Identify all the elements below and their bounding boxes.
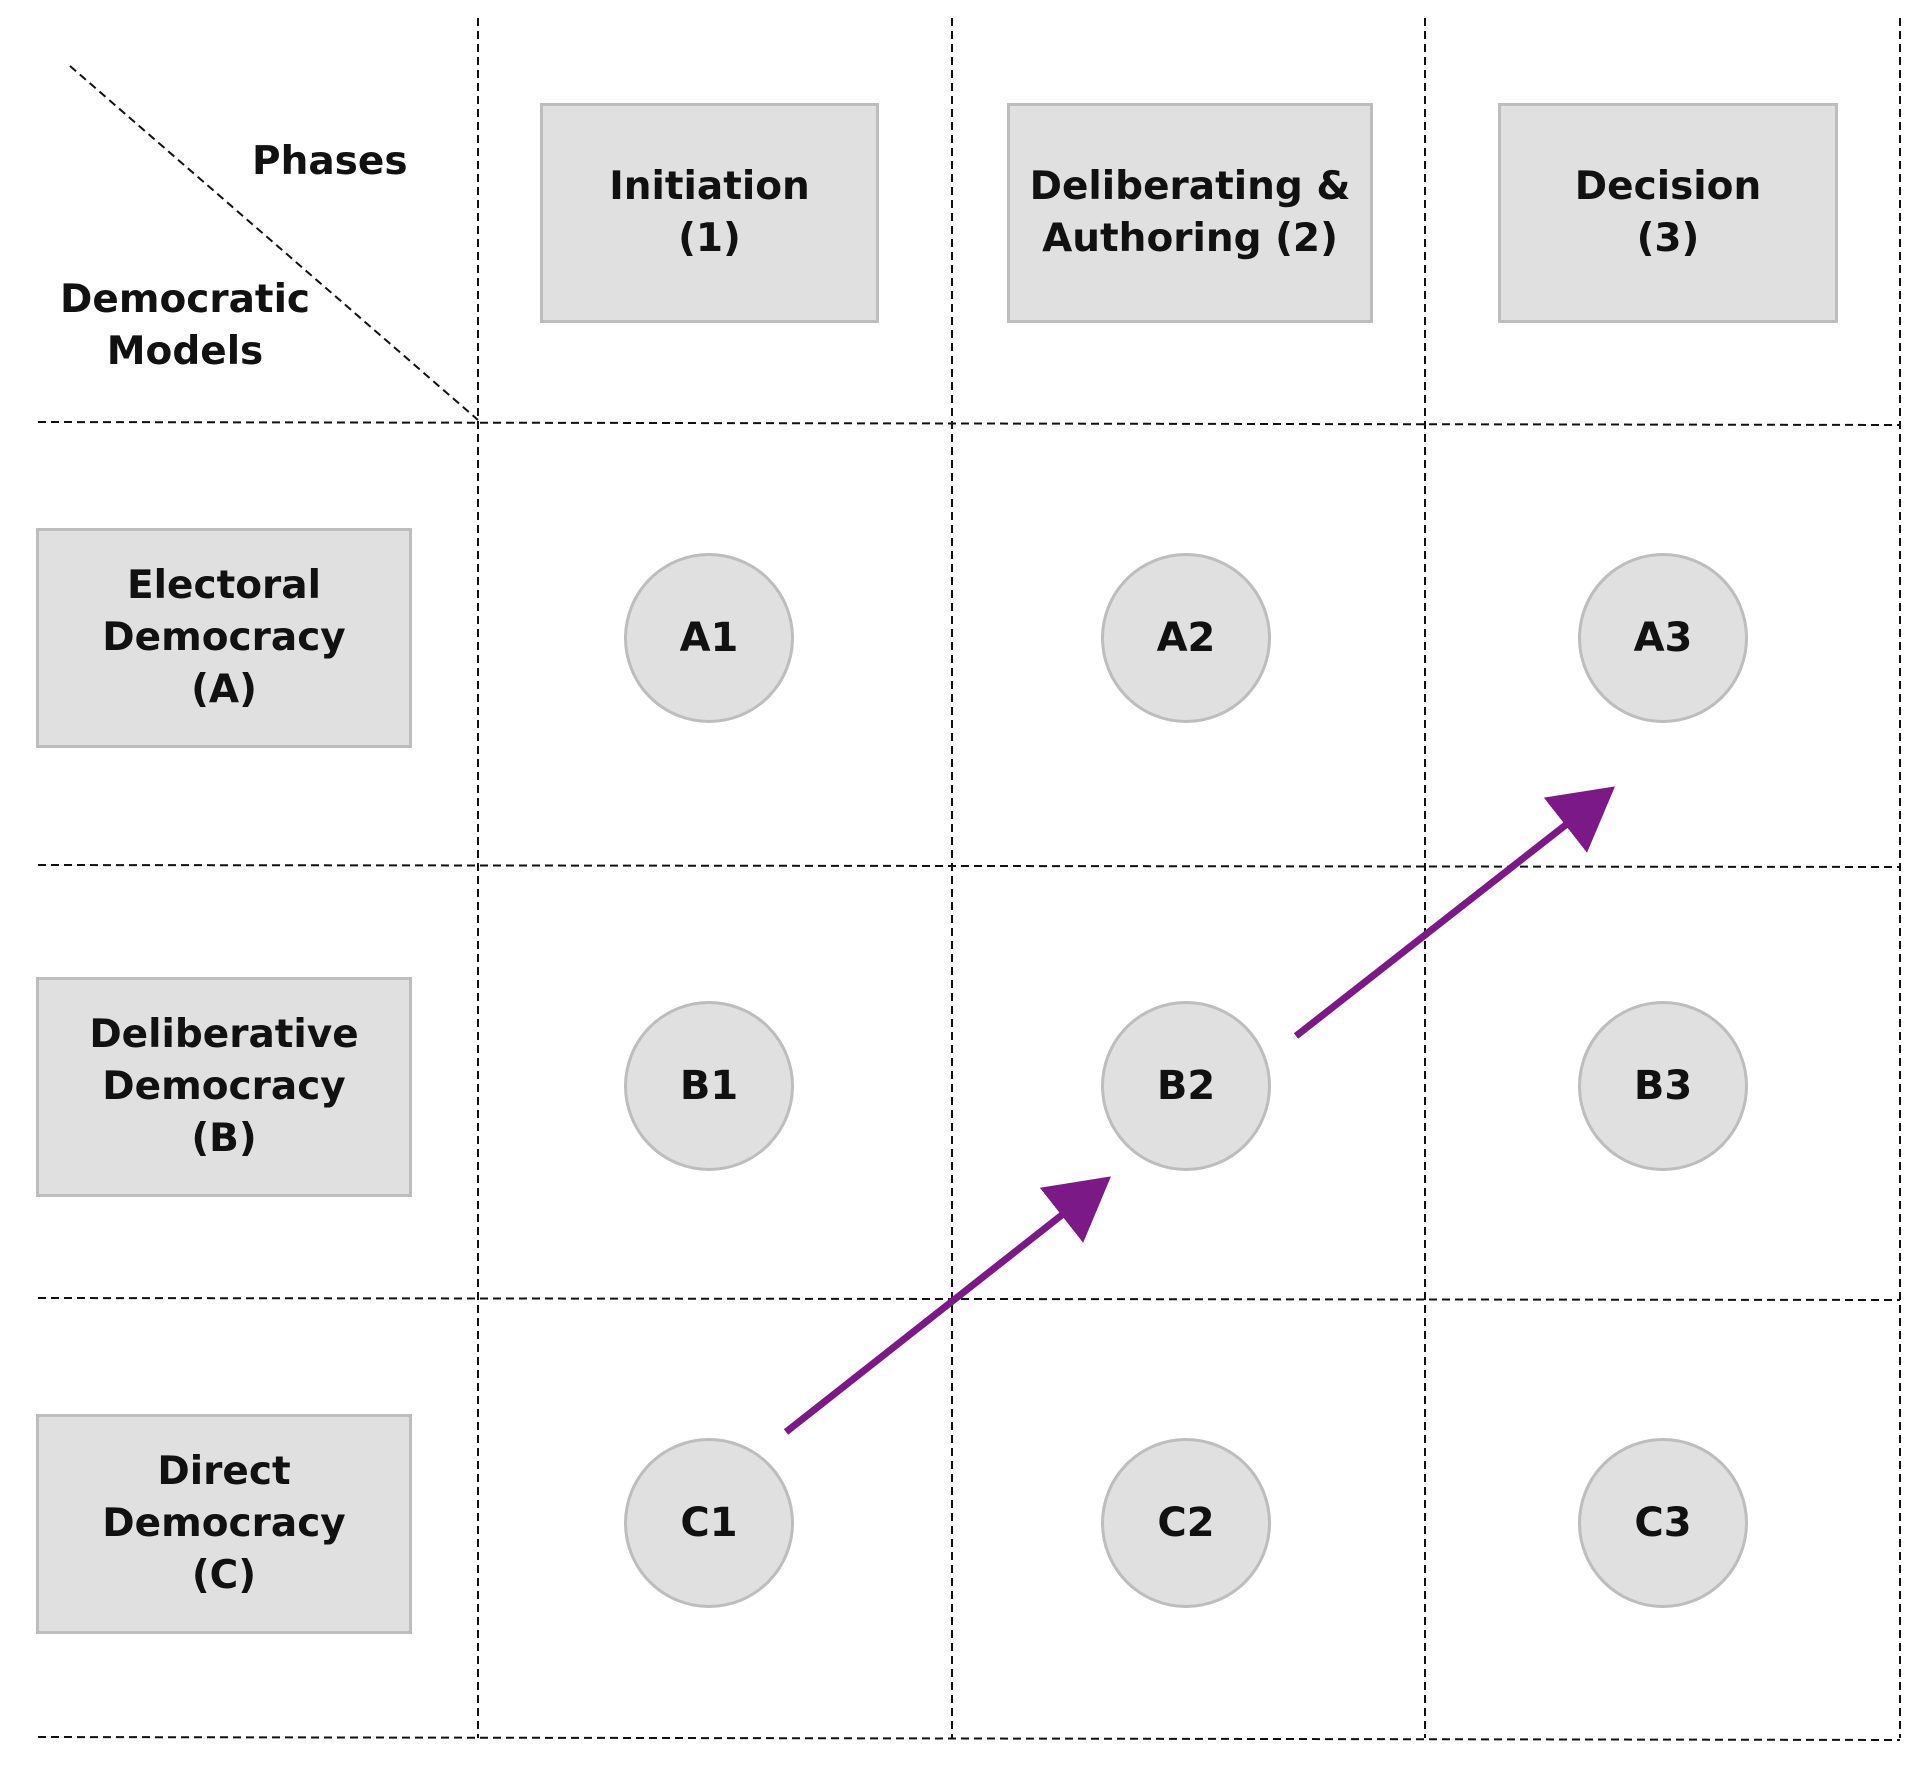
row-divider-4	[37, 1736, 1901, 1741]
phases-axis-label: Phases	[252, 136, 408, 188]
models-axis-label-line-1: Democratic	[60, 277, 311, 322]
model-header-direct: Direct Democracy (C)	[36, 1414, 412, 1634]
cell-node-b2: B2	[1101, 1001, 1271, 1171]
row-divider-2	[37, 864, 1901, 868]
model-header-direct-line-2: Democracy	[102, 1500, 346, 1546]
phase-header-deliberating-authoring: Deliberating & Authoring (2)	[1007, 103, 1373, 323]
path-arrow-c1-to-b2	[783, 1176, 1112, 1435]
model-header-deliberative-line-2: Democracy	[102, 1063, 346, 1109]
model-header-electoral: Electoral Democracy (A)	[36, 528, 412, 748]
phase-header-deliberating-line-1: Deliberating &	[1029, 163, 1351, 209]
cell-node-b1: B1	[624, 1001, 794, 1171]
row-divider-1	[37, 421, 1901, 426]
model-header-deliberative-line-1: Deliberative	[89, 1011, 359, 1057]
model-header-direct-line-3: (C)	[191, 1553, 257, 1599]
cell-node-a1: A1	[624, 553, 794, 723]
phase-header-initiation: Initiation (1)	[540, 103, 879, 323]
models-axis-label: Democratic Models	[60, 274, 310, 379]
phase-header-decision: Decision (3)	[1498, 103, 1838, 323]
model-header-deliberative: Deliberative Democracy (B)	[36, 977, 412, 1197]
cell-node-c3: C3	[1578, 1438, 1748, 1608]
cell-node-a2: A2	[1101, 553, 1271, 723]
phase-header-deliberating-line-2: Authoring (2)	[1042, 216, 1338, 261]
phase-header-decision-line-2: (3)	[1636, 216, 1700, 261]
cell-node-c1: C1	[624, 1438, 794, 1608]
cell-node-b3: B3	[1578, 1001, 1748, 1171]
phase-header-initiation-line-1: Initiation	[609, 163, 810, 209]
phase-header-decision-line-1: Decision	[1574, 163, 1762, 209]
models-axis-label-line-2: Models	[106, 329, 264, 375]
phases-axis-label-text: Phases	[252, 139, 408, 184]
cell-node-a3: A3	[1578, 553, 1748, 723]
model-header-direct-line-1: Direct	[157, 1448, 291, 1494]
model-header-deliberative-line-3: (B)	[191, 1116, 257, 1162]
cell-node-c2: C2	[1101, 1438, 1271, 1608]
model-header-electoral-line-3: (A)	[191, 667, 257, 713]
path-arrow-b2-to-a3	[1293, 786, 1616, 1039]
model-header-electoral-line-2: Democracy	[102, 614, 346, 660]
model-header-electoral-line-1: Electoral	[127, 562, 321, 608]
phase-header-initiation-line-2: (1)	[678, 216, 741, 261]
row-divider-3	[37, 1297, 1901, 1301]
